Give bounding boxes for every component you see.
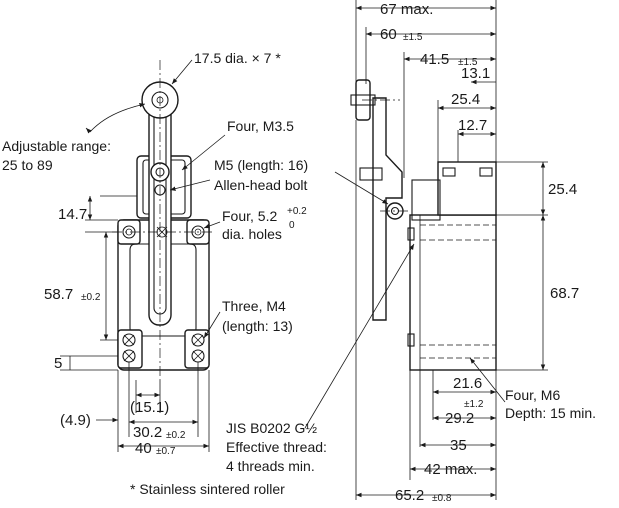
note-four-52: Four, 5.2 xyxy=(222,208,277,224)
lever-side xyxy=(372,97,403,321)
leader-adjustable-arc xyxy=(89,102,146,133)
leader-adjustable-arrow xyxy=(85,127,92,134)
note-four-m6-1: Four, M6 xyxy=(505,387,560,403)
notes: 17.5 dia. × 7 * Adjustable range: 25 to … xyxy=(2,50,596,497)
dim-4-9-label: (4.9) xyxy=(60,412,91,429)
leader-four-52 xyxy=(203,221,221,229)
note-dia-holes: dia. holes xyxy=(222,226,282,242)
head-screw-right xyxy=(479,167,493,177)
dim-42-label: 42 max. xyxy=(424,461,477,478)
dim-65-2-label: 65.2 xyxy=(395,487,424,504)
leader-m5-front xyxy=(169,179,211,191)
note-adjustable-2: 25 to 89 xyxy=(2,157,53,173)
head-side xyxy=(437,161,497,216)
leader-m5-side xyxy=(334,171,389,205)
conduit-left-bottom xyxy=(407,333,415,347)
note-four-m35: Four, M3.5 xyxy=(227,118,294,134)
dim-25-4-top-label: 25.4 xyxy=(451,91,480,108)
screw-br-1 xyxy=(191,333,205,347)
dim-21-6-label: 21.6 xyxy=(453,375,482,392)
note-three-m4-1: Three, M4 xyxy=(222,298,286,314)
screw-bl-1 xyxy=(122,333,136,347)
note-jis-2: Effective thread: xyxy=(226,439,327,455)
extension-lines xyxy=(60,0,548,500)
dim-60-tol: ±1.5 xyxy=(403,32,423,43)
screw-br-1-cross xyxy=(192,334,204,346)
dim-58-7-tol: ±0.2 xyxy=(81,292,101,303)
side-view xyxy=(350,79,497,371)
dim-41-5-tol: ±1.5 xyxy=(458,57,478,68)
dim-30-2-label: 30.2 xyxy=(133,424,162,441)
dim-60-label: 60 xyxy=(380,26,397,43)
note-stainless: * Stainless sintered roller xyxy=(130,481,285,497)
note-jis-3: 4 threads min. xyxy=(226,458,315,474)
screw-bl-2-cross xyxy=(123,350,135,362)
dimension-text: 67 max. 60 ±1.5 41.5 ±1.5 13.1 25.4 12.7… xyxy=(44,1,579,504)
leader-lines xyxy=(85,59,506,429)
screw-bl-1-cross xyxy=(123,334,135,346)
note-four-52-sub: 0 xyxy=(289,220,295,231)
leader-four-m6 xyxy=(469,357,506,403)
dim-41-5-label: 41.5 xyxy=(420,51,449,68)
leader-jis xyxy=(304,243,415,429)
note-four-52-sup: +0.2 xyxy=(287,206,307,217)
leader-three-m4 xyxy=(203,311,221,339)
screw-br-2-cross xyxy=(192,350,204,362)
dim-40-label: 40 xyxy=(135,440,152,457)
head-screw-left xyxy=(442,167,456,177)
dim-30-2-tol: ±0.2 xyxy=(166,430,186,441)
dim-14-7-label: 14.7 xyxy=(58,206,87,223)
dim-29-2-label: 29.2 xyxy=(445,410,474,427)
dim-5-label: 5 xyxy=(54,355,62,372)
dim-65-2-tol: ±0.8 xyxy=(432,493,452,504)
dim-67-label: 67 max. xyxy=(380,1,433,18)
dim-13-1-label: 13.1 xyxy=(461,65,490,82)
dim-21-6-tol: ±1.2 xyxy=(464,399,484,410)
dimension-lines xyxy=(69,5,546,498)
note-jis-1: JIS B0202 G½ xyxy=(226,420,317,436)
leader-four-m35 xyxy=(181,134,226,171)
note-four-m6-2: Depth: 15 min. xyxy=(505,405,596,421)
note-m5-1: M5 (length: 16) xyxy=(214,157,308,173)
note-m5-2: Allen-head bolt xyxy=(214,177,308,193)
front-view xyxy=(112,60,215,380)
head-neck xyxy=(411,179,441,221)
dim-35-label: 35 xyxy=(450,437,467,454)
note-three-m4-2: (length: 13) xyxy=(222,318,293,334)
note-roller: 17.5 dia. × 7 * xyxy=(194,50,281,66)
dim-40-tol: ±0.7 xyxy=(156,446,176,457)
dim-58-7-label: 58.7 xyxy=(44,286,73,303)
dim-12-7-label: 12.7 xyxy=(458,117,487,134)
note-adjustable-1: Adjustable range: xyxy=(2,138,111,154)
m5-nut xyxy=(359,167,383,181)
dim-68-7-label: 68.7 xyxy=(550,285,579,302)
conduit-left xyxy=(407,227,415,241)
dim-15-1-label: (15.1) xyxy=(130,399,169,416)
switch-body-side xyxy=(409,214,497,371)
leader-roller xyxy=(171,59,193,85)
mount-hole-tr-inner xyxy=(194,228,202,236)
dim-25-4-side-label: 25.4 xyxy=(548,181,577,198)
